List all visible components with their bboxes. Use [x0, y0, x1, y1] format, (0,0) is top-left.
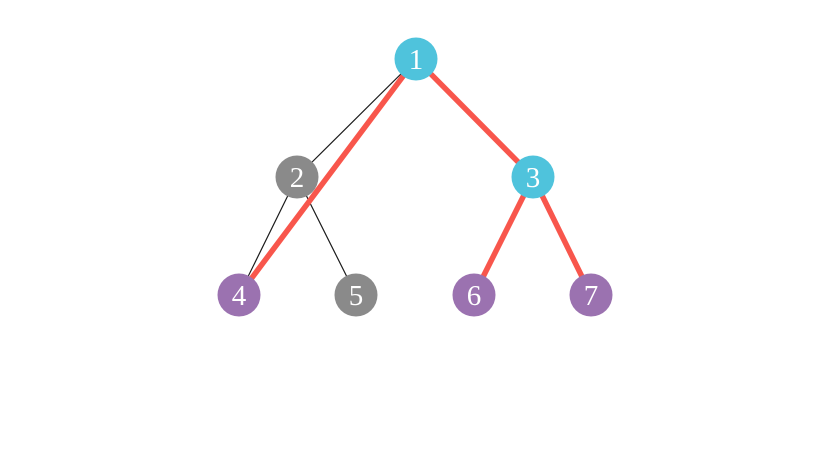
- node-7-circle: [569, 273, 613, 317]
- node-2: 2: [275, 155, 319, 199]
- edge-1-4-highlighted: [236, 56, 419, 298]
- node-5-circle: [334, 273, 378, 317]
- node-4: 4: [217, 273, 261, 317]
- edges-layer: [236, 56, 594, 298]
- node-4-circle: [217, 273, 261, 317]
- node-2-circle: [275, 155, 319, 199]
- edge-2-5: [296, 176, 357, 296]
- nodes-layer: 1 2 3 4 5 6 7: [217, 37, 613, 317]
- node-7-label: 7: [584, 280, 599, 312]
- node-7: 7: [569, 273, 613, 317]
- edge-1-3-highlighted: [413, 56, 536, 180]
- node-2-label: 2: [290, 162, 305, 194]
- node-6: 6: [452, 273, 496, 317]
- edge-3-7-highlighted: [530, 174, 594, 298]
- edge-1-2: [296, 58, 417, 178]
- node-5-label: 5: [349, 280, 364, 312]
- node-3: 3: [511, 155, 555, 199]
- edge-3-6-highlighted: [471, 174, 536, 298]
- node-1-label: 1: [409, 44, 424, 76]
- node-1-circle: [394, 37, 438, 81]
- node-4-label: 4: [232, 280, 247, 312]
- edge-2-4: [238, 176, 298, 296]
- node-5: 5: [334, 273, 378, 317]
- node-3-label: 3: [526, 162, 541, 194]
- node-3-circle: [511, 155, 555, 199]
- node-6-circle: [452, 273, 496, 317]
- node-6-label: 6: [467, 280, 482, 312]
- node-1: 1: [394, 37, 438, 81]
